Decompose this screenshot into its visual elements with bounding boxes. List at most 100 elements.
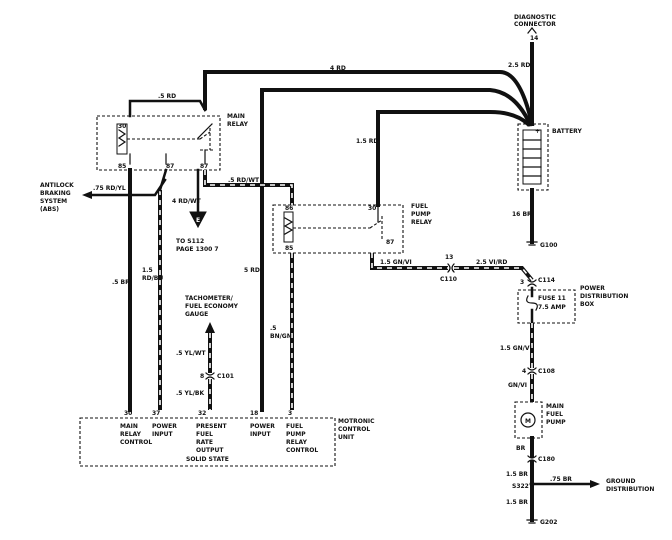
- connector-c114: 3 C114: [520, 277, 555, 287]
- wire-1-5-br-label: 1.5 BR: [506, 471, 528, 478]
- wire-1-5-rd-bu-label-1: 1.5: [142, 267, 153, 274]
- svg-text:E: E: [196, 217, 200, 224]
- fuel-pump-relay-label-1: FUEL: [411, 203, 428, 210]
- battery-label: BATTERY: [552, 128, 582, 135]
- wire-1-5-rd-label: 1.5 RD: [356, 138, 378, 145]
- motronic-title-3: UNIT: [338, 434, 355, 441]
- wire-5-rd-label: 5 RD: [244, 267, 260, 274]
- motronic-pin-30: 30: [124, 410, 132, 417]
- ground-g202-label: G202: [540, 519, 557, 526]
- fuel-pump-label-3: PUMP: [546, 419, 566, 426]
- abs-label-2: BRAKING: [40, 190, 71, 197]
- abs-label-4: (ABS): [40, 206, 59, 213]
- to-s112-label-1: TO S112: [176, 238, 204, 245]
- motronic-pin-37: 37: [152, 410, 160, 417]
- connector-c101: 8 C101: [200, 372, 234, 380]
- wire-5-rd-wt: [203, 170, 294, 205]
- wire-5-br-label: .5 BR: [112, 279, 130, 286]
- main-relay-label-2: RELAY: [227, 121, 249, 128]
- motronic-label-present-3: RATE: [196, 439, 213, 446]
- connector-c114-label: C114: [538, 277, 555, 284]
- fuel-pump-relay-pin-85: 85: [285, 245, 293, 252]
- wire-br-label: BR: [516, 445, 526, 452]
- connector-c108-pin: 4: [522, 368, 526, 375]
- ground-g202: G202: [526, 519, 557, 526]
- motronic-label-main-3: CONTROL: [120, 439, 152, 446]
- motronic-label-power-2: INPUT: [152, 431, 174, 438]
- splice-s322-label: S322: [512, 483, 529, 490]
- wire-5-bn-gn-label-2: BN/GN: [270, 333, 292, 340]
- connector-c110-pin: 13: [445, 254, 453, 261]
- connector-c110-label: C110: [440, 276, 457, 283]
- motronic-outline: [79, 417, 336, 467]
- wire-1-5-rd-bu-label-2: RD/BU: [142, 275, 163, 282]
- fuel-pump-relay-label-2: PUMP: [411, 211, 431, 218]
- main-relay-pin-87b: 87: [200, 163, 208, 170]
- connector-c108-label: C108: [538, 368, 555, 375]
- wire-5-yl-wt-label: .5 YL/WT: [176, 350, 207, 357]
- motronic-pin-3: 3: [288, 410, 292, 417]
- motronic-label-fpr-1: FUEL: [286, 423, 303, 430]
- motronic-title-2: CONTROL: [338, 426, 370, 433]
- wire-2-5-rd-label: 2.5 RD: [508, 62, 530, 69]
- wire-5-bn-gn-label-1: .5: [270, 325, 276, 332]
- abs-system: ANTILOCK BRAKING SYSTEM (ABS): [40, 182, 74, 213]
- main-fuel-pump: M MAIN FUEL PUMP: [514, 401, 566, 439]
- main-relay-pin-30: 30: [118, 123, 126, 130]
- connector-c101-pin: 8: [200, 373, 204, 380]
- motronic-title-1: MOTRONIC: [338, 418, 375, 425]
- motronic-label-present-2: FUEL: [196, 431, 213, 438]
- main-relay: 30 85 87 87 MAIN RELAY: [96, 113, 249, 171]
- wire-1-5-br-b-label: 1.5 BR: [506, 499, 528, 506]
- power-distribution-label-2: DISTRIBUTION: [580, 293, 628, 300]
- power-distribution-label-3: BOX: [580, 301, 594, 308]
- motronic-label-power-1: POWER: [152, 423, 177, 430]
- motronic-label-present-4: OUTPUT: [196, 447, 224, 454]
- motronic-label-main-2: RELAY: [120, 431, 142, 438]
- power-distribution-box: FUSE 11 7.5 AMP POWER DISTRIBUTION BOX: [517, 285, 628, 327]
- motronic-solid-state: SOLID STATE: [186, 456, 229, 463]
- abs-label-3: SYSTEM: [40, 198, 67, 205]
- connector-c114-pin: 3: [520, 279, 524, 286]
- diagnostic-connector-pin: 14: [530, 35, 538, 42]
- diagnostic-connector-label-1: DIAGNOSTIC: [514, 14, 557, 21]
- tachometer-label-2: FUEL ECONOMY: [185, 303, 239, 310]
- tachometer-label-3: GAUGE: [185, 311, 208, 318]
- ground-distribution-label-1: GROUND: [606, 478, 636, 485]
- battery-plus: +: [535, 128, 540, 135]
- connector-c101-label: C101: [217, 373, 234, 380]
- to-s112-connector: E TO S112 PAGE 1300 7: [176, 211, 219, 253]
- battery-minus: −: [535, 181, 540, 188]
- connector-c110: 13 C110: [440, 254, 457, 283]
- wire-75-br-label: .75 BR: [550, 476, 572, 483]
- connector-c180-label: C180: [538, 456, 555, 463]
- main-relay-label-1: MAIN: [227, 113, 245, 120]
- wire-4-rd: [203, 70, 535, 127]
- fuel-pump-relay-outline: [272, 204, 404, 254]
- fuel-pump-label-1: MAIN: [546, 403, 564, 410]
- main-relay-pin-85: 85: [118, 163, 126, 170]
- fuel-pump-label-2: FUEL: [546, 411, 563, 418]
- motronic-label-fpr-3: RELAY: [286, 439, 308, 446]
- wire-4-rd-wt-label: 4 RD/WT: [172, 198, 202, 205]
- wire-gn-vi-label: GN/VI: [508, 382, 527, 389]
- ground-g100-label: G100: [540, 242, 557, 249]
- fuel-pump-outline: [514, 401, 543, 439]
- wire-1-5-gn-vi-b-label: 1.5 GN/VI: [500, 345, 532, 352]
- ground-distribution-label-2: DISTRIBUTION: [606, 486, 654, 493]
- abs-arrow: [82, 191, 92, 199]
- motronic-label-present-1: PRESENT: [196, 423, 228, 430]
- battery: + − BATTERY: [517, 123, 582, 191]
- wire-4-rd-label: 4 RD: [330, 65, 346, 72]
- tachometer-arrow: [205, 322, 215, 333]
- wire-5-rd-feed: [260, 88, 533, 412]
- motronic-control-unit: 30 37 32 18 3 MAIN RELAY CONTROL POWER I…: [79, 410, 375, 467]
- diagnostic-connector-label-2: CONNECTOR: [514, 21, 556, 28]
- wire-1-5-rd: [376, 110, 531, 207]
- tachometer-label-1: TACHOMETER/: [185, 295, 234, 302]
- fuel-pump-relay-pin-86: 86: [285, 205, 293, 212]
- wire-5-rd-wt-label: .5 RD/WT: [228, 177, 260, 184]
- motronic-label-power2-2: INPUT: [250, 431, 272, 438]
- to-s112-label-2: PAGE 1300 7: [176, 246, 219, 253]
- diagnostic-connector: DIAGNOSTIC CONNECTOR 14: [514, 14, 557, 42]
